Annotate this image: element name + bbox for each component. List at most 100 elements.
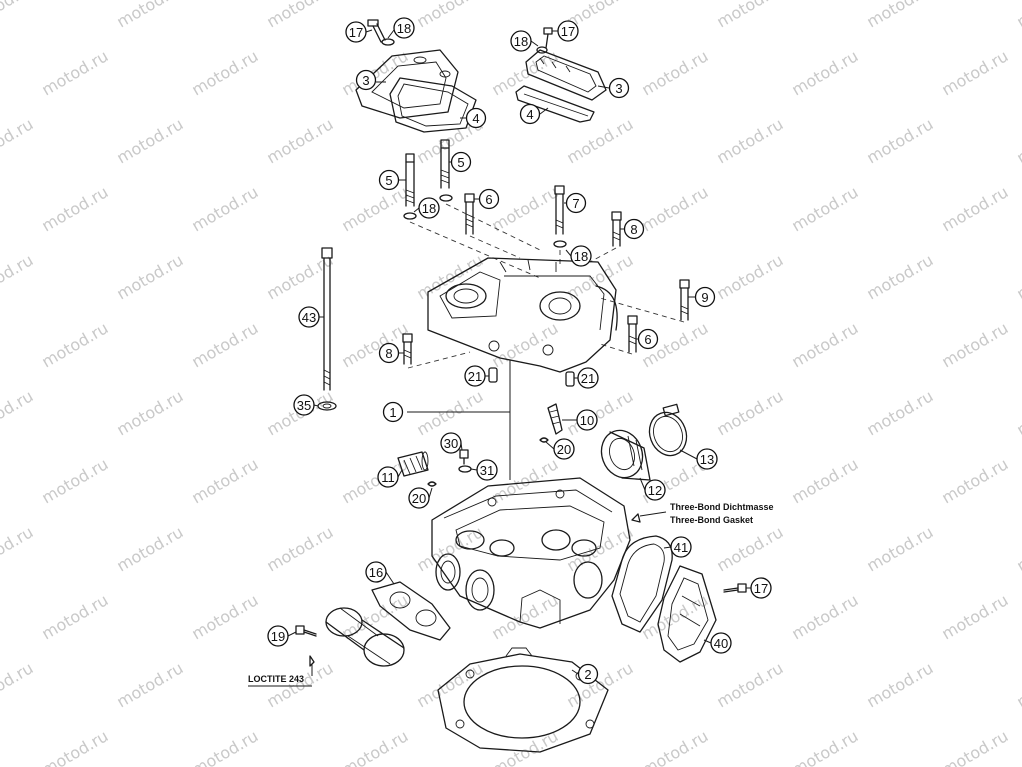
callout-number: 35 (297, 398, 311, 413)
callout-number: 30 (444, 436, 458, 451)
callout-circle (570, 245, 592, 267)
watermark-text: motod.ru (863, 522, 936, 575)
callout-circle (267, 625, 289, 647)
callout-c-17-top-right: 17 (557, 20, 579, 42)
watermark-text: motod.ru (338, 454, 411, 507)
watermark-text: motod.ru (113, 114, 186, 167)
callout-number: 5 (385, 173, 392, 188)
watermark-text: motod.ru (788, 46, 861, 99)
timing-cover-40 (657, 565, 717, 663)
callout-number: 16 (369, 565, 383, 580)
callout-circle (576, 409, 598, 431)
watermark-text: motod.ru (38, 590, 111, 643)
callout-number: 40 (714, 636, 728, 651)
callout-circle (377, 466, 399, 488)
callout-c-20-left: 20 (408, 487, 430, 509)
watermark-text: motod.ru (863, 0, 936, 31)
watermark-text: motod.ru (113, 250, 186, 303)
callout-circle (553, 438, 575, 460)
watermark-text: motod.ru (0, 114, 36, 167)
callout-circle (365, 561, 387, 583)
watermark-text: motod.ru (563, 658, 636, 711)
callout-c-2: 2 (577, 663, 599, 685)
callout-circle (623, 218, 645, 240)
watermark-text: motod.ru (713, 522, 786, 575)
watermark-text: motod.ru (0, 658, 36, 711)
callout-c-21-left: 21 (464, 365, 486, 387)
watermark-text: motod.ru (113, 658, 186, 711)
watermark-text: motod.ru (788, 318, 861, 371)
watermark-text: motod.ru (263, 522, 336, 575)
callout-circle (478, 188, 500, 210)
watermark-text: motod.ru (1013, 386, 1022, 439)
watermark-text: motod.ru (788, 726, 861, 767)
callout-number: 18 (397, 21, 411, 36)
callout-circle (750, 577, 772, 599)
callout-c-3-left: 3 (355, 69, 377, 91)
watermark-text: motod.ru (0, 386, 36, 439)
watermark-text: motod.ru (0, 522, 36, 575)
callout-c-8-right: 8 (623, 218, 645, 240)
three-bond-label-de: Three-Bond Dichtmasse (670, 502, 774, 512)
watermark-text: motod.ru (413, 386, 486, 439)
callout-c-43: 43 (298, 306, 320, 328)
callout-circle (355, 69, 377, 91)
callout-c-21-right: 21 (577, 367, 599, 389)
watermark-text: motod.ru (938, 46, 1011, 99)
callout-circle (476, 459, 498, 481)
callout-c-35: 35 (293, 394, 315, 416)
callout-c-8-left: 8 (378, 342, 400, 364)
watermark-text: motod.ru (263, 0, 336, 31)
callout-circle (393, 17, 415, 39)
callout-number: 21 (581, 371, 595, 386)
watermark-text: motod.ru (0, 250, 36, 303)
washer-31 (458, 465, 472, 473)
callout-c-6-lower: 6 (637, 328, 659, 350)
watermark-text: motod.ru (413, 658, 486, 711)
watermark-text: motod.ru (113, 522, 186, 575)
callout-number: 7 (572, 196, 579, 211)
watermark-text: motod.ru (713, 386, 786, 439)
watermark-text: motod.ru (1013, 0, 1022, 31)
callout-c-41: 41 (670, 536, 692, 558)
watermark-text: motod.ru (0, 0, 36, 31)
callout-c-6-upper: 6 (478, 188, 500, 210)
callout-c-18-mid-left: 18 (418, 197, 440, 219)
callout-c-4-left: 4 (465, 107, 487, 129)
callout-c-12: 12 (644, 479, 666, 501)
callout-circle (382, 401, 404, 423)
callout-number: 3 (615, 81, 622, 96)
callout-circle (345, 21, 367, 43)
watermark-text: motod.ru (938, 182, 1011, 235)
callout-c-5-lower: 5 (378, 169, 400, 191)
cylinder-head (431, 477, 631, 629)
callout-number: 8 (630, 222, 637, 237)
valve-guide-10 (547, 403, 563, 435)
watermark-text: motod.ru (188, 46, 261, 99)
loctite-note: LOCTITE 243 (248, 674, 312, 687)
callout-circle (694, 286, 716, 308)
callout-c-7: 7 (565, 192, 587, 214)
valve-cover-right (525, 49, 607, 101)
bolt-6-lower (627, 315, 638, 353)
washer-18-top-left (381, 38, 395, 46)
exhaust-flange (325, 607, 405, 667)
callout-circle (519, 103, 541, 125)
watermark-text: motod.ru (863, 250, 936, 303)
callout-number: 17 (349, 25, 363, 40)
callout-number: 1 (389, 405, 396, 420)
callout-circle (465, 107, 487, 129)
watermark-text: motod.ru (188, 182, 261, 235)
washer-18-top-right (536, 46, 548, 54)
watermark-text: motod.ru (38, 454, 111, 507)
callout-number: 17 (754, 581, 768, 596)
watermark-text: motod.ru (788, 590, 861, 643)
callout-c-9: 9 (694, 286, 716, 308)
plug-30 (459, 449, 469, 465)
callout-c-18-mid-right: 18 (570, 245, 592, 267)
hose-clamp-13 (648, 403, 688, 457)
callout-c-1: 1 (382, 401, 404, 423)
